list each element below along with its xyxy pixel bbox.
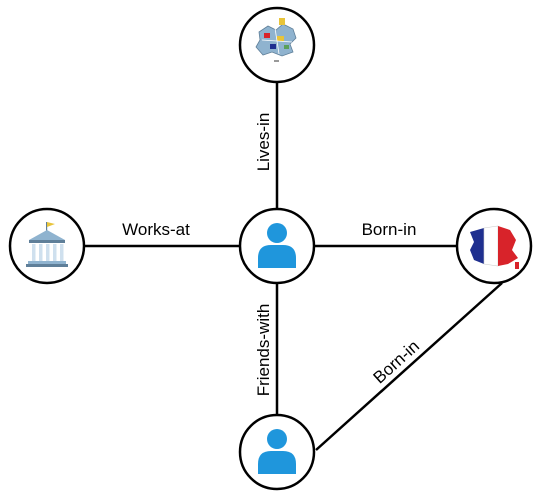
node-person-friend [238,413,316,491]
bank-building-icon [26,222,68,267]
node-workplace [8,207,86,285]
label-works-at: Works-at [122,220,190,239]
edge-friend-born-in [315,282,503,451]
node-country [455,207,533,285]
label-lives-in: Lives-in [254,113,273,172]
person-icon [258,223,296,268]
node-city [238,6,316,84]
france-map-icon [470,225,519,269]
label-friends-with: Friends-with [254,304,273,397]
city-map-icon [255,18,297,62]
label-born-in: Born-in [362,220,417,239]
node-person-main [238,207,316,285]
person-icon [258,429,296,474]
